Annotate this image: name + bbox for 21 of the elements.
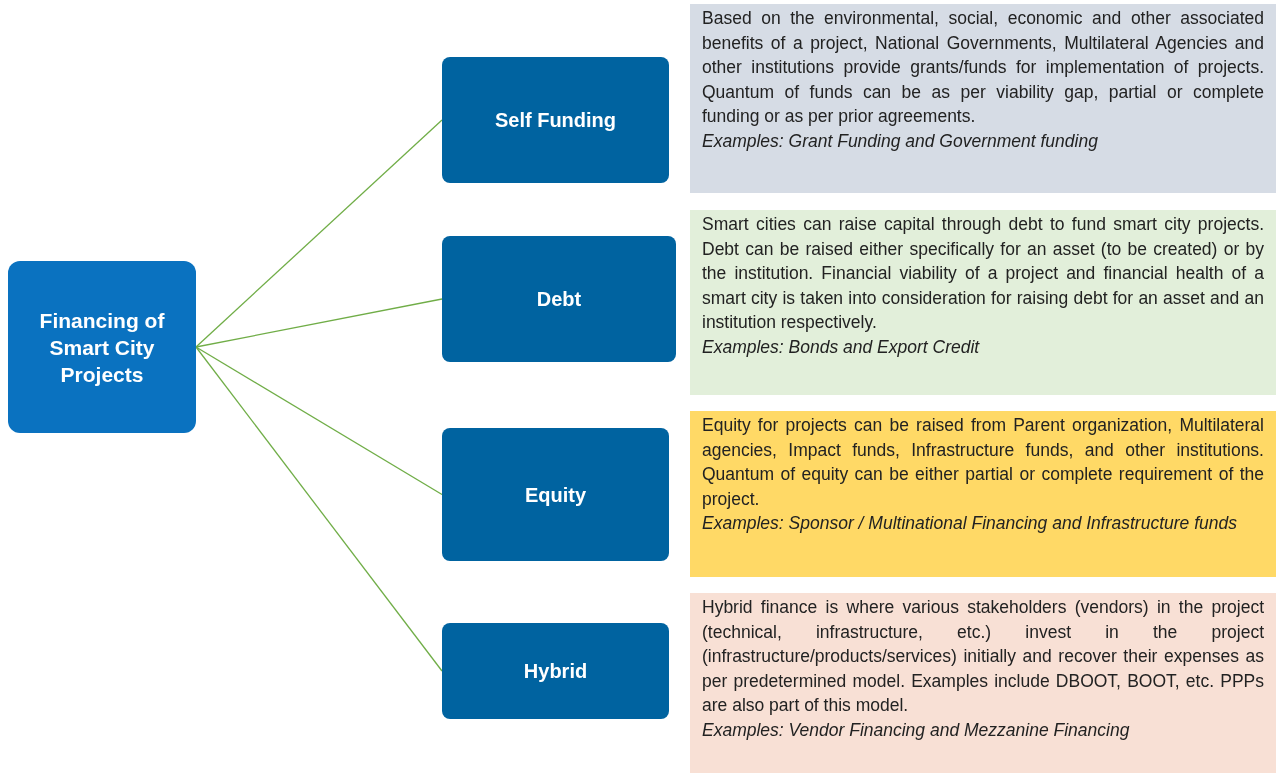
- category-box: Debt: [442, 236, 676, 362]
- description-panel: [690, 593, 1276, 773]
- connector-line: [195, 346, 443, 672]
- category-box: Equity: [442, 428, 669, 561]
- root-box: Financing of Smart City Projects: [8, 261, 196, 433]
- examples-text: Examples: Bonds and Export Credit: [702, 335, 981, 359]
- examples-text: Examples: Sponsor / Multinational Financing and Infrastructure funds: [702, 512, 1238, 535]
- description-panel: [690, 4, 1276, 193]
- category-box: Self Funding: [442, 57, 669, 183]
- description-text: Smart cities can raise capital through debt to fund smart city projects. Debt can be raised either specifically for an asset (to be created) or by the institution. Financial viability of a project and financial health of a smart city is taken into consideration for raising debt for an asset and an institution respectively.: [702, 213, 1264, 334]
- connector-line: [195, 298, 443, 348]
- description-panel: [690, 210, 1276, 395]
- description-text: Equity for projects can be raised from Parent organization, Multilateral agencies, Impact funds, Infrastructure funds, and other institutions. Quantum of equity can be either partial or complete requirement of the project.: [702, 414, 1264, 511]
- examples-text: Examples: Grant Funding and Government funding: [702, 129, 1099, 153]
- description-text: Based on the environmental, social, economic and other associated benefits of a project, National Governments, Multilateral Agencies and other institutions provide grants/funds for implementation of projects. Quantum of funds can be as per viability gap, partial or complete funding or as per prior agreements.: [702, 7, 1264, 128]
- category-box: Hybrid: [442, 623, 669, 719]
- examples-text: Examples: Vendor Financing and Mezzanine Financing: [702, 718, 1131, 742]
- description-panel: [690, 411, 1276, 577]
- connector-line: [195, 119, 443, 348]
- connector-line: [195, 346, 443, 496]
- description-text: Hybrid finance is where various stakeholders (vendors) in the project (technical, infrastructure, etc.) invest in the project (infrastructure/products/services) initially and recover their expenses as per predetermined model. Examples include DBOOT, BOOT, etc. PPPs are also part of this model.: [702, 596, 1264, 717]
